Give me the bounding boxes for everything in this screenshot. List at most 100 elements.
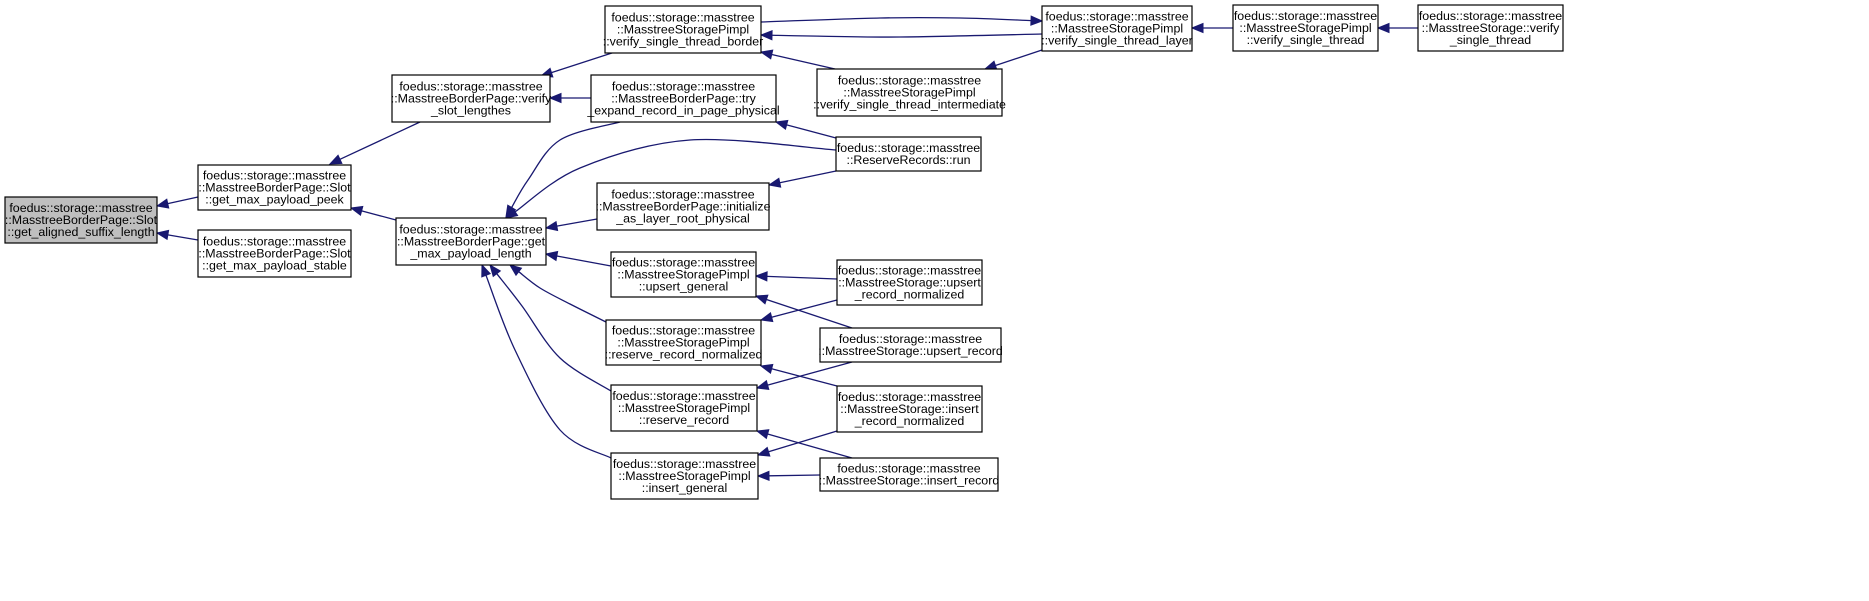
arrowhead — [1190, 22, 1204, 34]
edge-n18-to-n11 — [756, 470, 821, 482]
edge-line — [771, 299, 838, 318]
node-label-line: _record_normalized — [854, 288, 965, 302]
arrowhead — [755, 379, 770, 391]
graph-node[interactable]: foedus::storage::masstree::MasstreeBorde… — [391, 74, 552, 123]
node-box — [1417, 4, 1564, 52]
node-label-line: foedus::storage::masstree — [9, 201, 152, 215]
edge-line — [760, 16, 1032, 23]
edge-line — [556, 218, 598, 227]
graph-node[interactable]: foedus::storage::masstree::MasstreeStora… — [1417, 4, 1564, 52]
node-label-line: foedus::storage::masstree — [837, 462, 980, 476]
graph-node[interactable]: foedus::storage::masstree::MasstreeStora… — [813, 68, 1006, 117]
node-label-line: ::reserve_record — [639, 413, 729, 427]
graph-node[interactable]: foedus::storage::masstree::MasstreeStora… — [605, 319, 763, 366]
edge-line — [995, 49, 1043, 67]
node-box — [604, 5, 762, 54]
graph-node[interactable]: foedus::storage::masstree::MasstreeBorde… — [395, 217, 547, 266]
arrowhead — [504, 207, 519, 219]
edge-n18-to-n10 — [755, 429, 853, 459]
arrowhead — [489, 263, 502, 278]
node-label-line: ::get_aligned_suffix_length — [7, 225, 154, 239]
arrowhead — [759, 312, 774, 323]
arrowhead — [774, 119, 789, 131]
graph-node[interactable]: foedus::storage::masstree::MasstreeBorde… — [596, 182, 771, 231]
graph-node[interactable]: foedus::storage::masstree::MasstreeStora… — [610, 452, 759, 500]
graph-node[interactable]: foedus::storage::masstree::MasstreeStora… — [1041, 5, 1193, 52]
node-label-line: ::get_max_payload_peek — [205, 193, 344, 207]
root-node: foedus::storage::masstree::MasstreeBorde… — [4, 196, 158, 244]
graph-node[interactable]: foedus::storage::masstree::MasstreeStora… — [1232, 4, 1379, 52]
node-box — [395, 217, 547, 266]
node-box — [1041, 5, 1193, 52]
edge-n14-to-n6 — [774, 119, 837, 139]
graph-node[interactable]: foedus::storage::masstree::MasstreeStora… — [818, 327, 1003, 363]
graph-node[interactable]: foedus::storage::masstree::MasstreeStora… — [610, 251, 757, 298]
edge-n16-to-n10 — [755, 361, 853, 391]
arrowhead — [759, 29, 773, 41]
node-label-line: foedus::storage::masstree — [838, 390, 981, 404]
arrowhead — [328, 154, 343, 165]
node-label-line: ::MasstreeBorderPage::Slot — [198, 181, 351, 195]
node-box — [596, 182, 770, 231]
edge-line — [786, 124, 837, 139]
node-label-line: foedus::storage::masstree — [1419, 9, 1562, 23]
arrowhead — [544, 220, 559, 232]
edge-line — [361, 210, 397, 221]
node-box — [197, 164, 352, 211]
edge-n12-to-n5 — [759, 29, 1043, 41]
edge-line — [771, 33, 1043, 38]
arrowhead — [155, 198, 170, 209]
edge-line — [767, 361, 853, 386]
edge-n7-to-n4 — [544, 218, 598, 232]
graph-node[interactable]: foedus::storage::masstree::MasstreeBorde… — [197, 164, 352, 211]
edge-line — [556, 255, 612, 267]
arrowhead — [754, 294, 769, 305]
node-box — [610, 384, 758, 432]
edge-n5-to-n3 — [539, 51, 616, 78]
node-label-line: ::MasstreeStoragePimpl — [618, 469, 750, 483]
arrowhead — [756, 470, 770, 482]
edge-n5-to-n12 — [760, 15, 1044, 26]
node-label-line: ::MasstreeStoragePimpl — [617, 23, 749, 37]
node-label-line: foedus::storage::masstree — [837, 141, 980, 155]
node-label-line: ::upsert_general — [639, 280, 729, 294]
node-label-line: ::MasstreeStoragePimpl — [618, 401, 750, 415]
node-box — [590, 74, 777, 123]
graph-node[interactable]: foedus::storage::masstree::MasstreeStora… — [603, 5, 764, 54]
node-label-line: _expand_record_in_page_physical — [586, 104, 779, 118]
node-box — [610, 452, 759, 500]
node-label-line: foedus::storage::masstree — [838, 264, 981, 278]
edge-n15-to-n8 — [754, 271, 838, 282]
node-box — [391, 74, 551, 123]
node-label-line: ::insert_general — [642, 481, 727, 495]
edge-line — [518, 271, 607, 323]
node-box — [836, 259, 983, 306]
node-label-line: ::MasstreeStorage::insert — [840, 402, 979, 416]
graph-node[interactable]: foedus::storage::masstree::MasstreeBorde… — [586, 74, 780, 123]
graph-node[interactable]: foedus::storage::masstree::MasstreeStora… — [610, 384, 758, 432]
node-label-line: ::MasstreeBorderPage::Slot — [5, 213, 158, 227]
edge-line — [496, 273, 612, 392]
graph-node[interactable]: foedus::storage::masstree::MasstreeBorde… — [197, 229, 352, 278]
edge-line — [768, 474, 821, 477]
edge-n11-to-n4 — [481, 263, 612, 459]
edge-n20-to-n19 — [1376, 22, 1418, 34]
node-box — [816, 68, 1003, 117]
node-label-line: foedus::storage::masstree — [612, 256, 755, 270]
edge-n14-to-n4 — [504, 138, 837, 219]
node-label-line: ::MasstreeBorderPage::get — [397, 235, 546, 249]
graph-node[interactable]: foedus::storage::masstree::MasstreeStora… — [836, 385, 983, 433]
edge-line — [514, 138, 837, 213]
edge-n19-to-n12 — [1190, 22, 1233, 34]
arrowhead — [759, 363, 774, 374]
graph-node[interactable]: foedus::storage::masstree::MasstreeStora… — [819, 457, 1000, 492]
graph-node[interactable]: foedus::storage::masstree::MasstreeStora… — [836, 259, 983, 306]
arrowhead — [756, 446, 771, 457]
node-label-line: foedus::storage::masstree — [611, 11, 754, 25]
node-label-line: foedus::storage::masstree — [611, 188, 754, 202]
graph-node[interactable]: foedus::storage::masstree::ReserveRecord… — [835, 136, 982, 172]
edge-line — [767, 433, 853, 459]
arrowhead — [1376, 22, 1390, 34]
arrowhead — [544, 250, 559, 262]
